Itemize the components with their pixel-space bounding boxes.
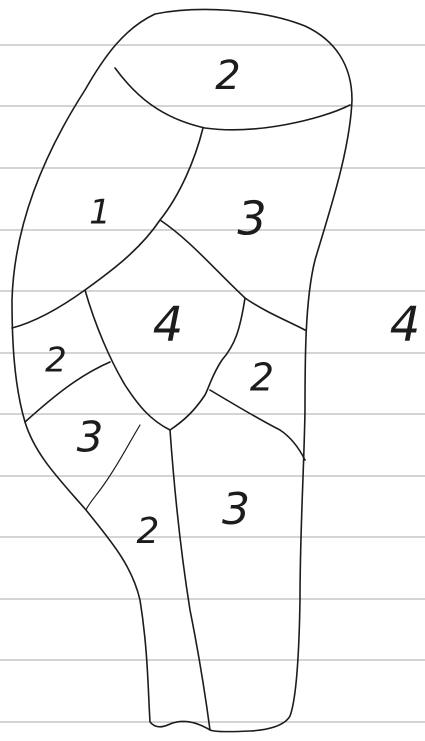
label-lower-left: 3	[77, 413, 104, 462]
label-upper-right: 3	[237, 192, 266, 246]
region-labels: 2 1 3 4 4 2 2 3 2 3	[45, 53, 420, 552]
upper-split-line	[160, 128, 203, 220]
label-lower-middle: 2	[137, 511, 160, 552]
label-center: 4	[153, 297, 184, 353]
upper-left-lower-line	[12, 220, 160, 328]
center-vertical-line	[170, 430, 210, 730]
label-top-cap: 2	[215, 53, 240, 99]
label-right-middle: 2	[250, 356, 274, 400]
label-outside-right: 4	[390, 297, 421, 353]
right-middle-divider	[210, 390, 305, 460]
label-lower-right: 3	[222, 484, 250, 535]
label-left-middle: 2	[45, 341, 67, 381]
ruled-lines	[0, 45, 425, 722]
label-upper-left: 1	[89, 193, 111, 233]
